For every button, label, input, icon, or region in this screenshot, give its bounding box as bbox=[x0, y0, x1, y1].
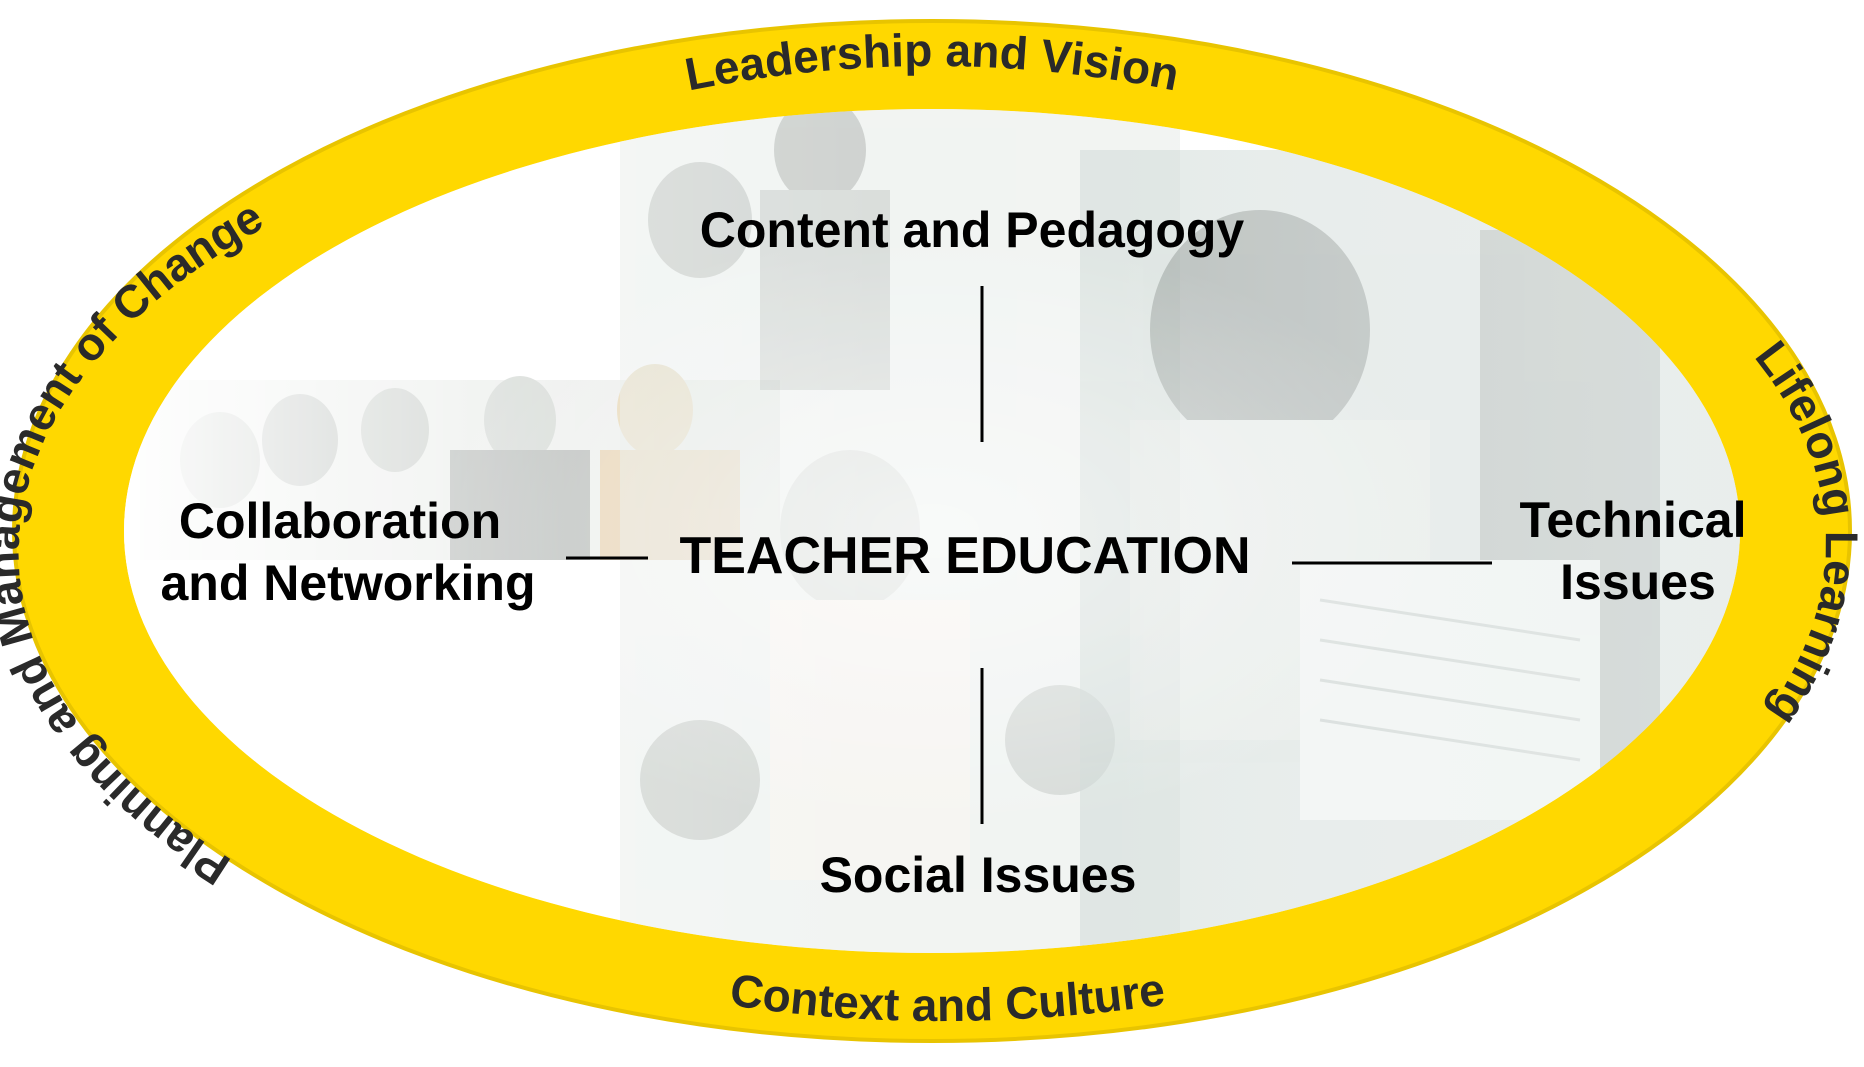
node-label-right-line2: Issues bbox=[1560, 554, 1716, 610]
node-label-bottom: Social Issues bbox=[820, 847, 1137, 903]
node-label-right-line1: Technical bbox=[1520, 492, 1747, 548]
center-label: TEACHER EDUCATION bbox=[679, 527, 1250, 585]
node-label-left-line2: and Networking bbox=[160, 555, 535, 611]
node-label-top: Content and Pedagogy bbox=[700, 202, 1245, 258]
node-label-left-line1: Collaboration bbox=[179, 493, 501, 549]
